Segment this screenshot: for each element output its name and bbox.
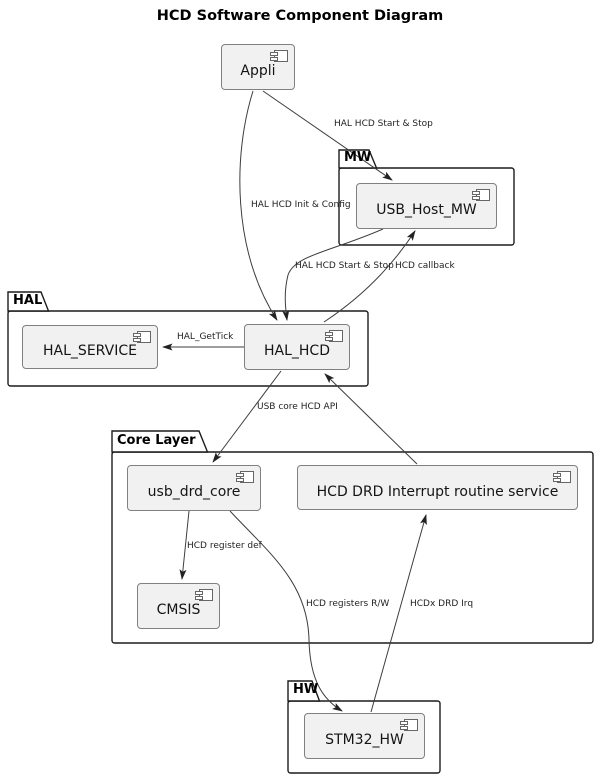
edge-label-hcdx-drd-irq: HCDx DRD Irq [410, 599, 474, 609]
diagram-title: HCD Software Component Diagram [156, 8, 444, 24]
component-icon [472, 189, 490, 201]
component-label: usb_drd_core [147, 484, 241, 500]
component-usb-drd-core: usb_drd_core [127, 465, 261, 511]
component-icon [133, 331, 151, 343]
component-appli: Appli [221, 44, 295, 90]
component-label: HCD DRD Interrupt routine service [316, 483, 559, 500]
edge-label-usb-core-hcd-api: USB core HCD API [257, 402, 338, 412]
component-label: Appli [240, 63, 276, 79]
component-hal-hcd: HAL_HCD [244, 324, 350, 370]
component-label: USB_Host_MW [376, 202, 477, 218]
package-label-mw: MW [344, 150, 372, 165]
component-hcd-drd-interrupt-service: HCD DRD Interrupt routine service [297, 465, 578, 510]
edge-isr-to-hal-hcd [324, 373, 418, 465]
component-label: CMSIS [156, 602, 201, 618]
edge-hal-hcd-to-usb-host-mw [323, 230, 416, 323]
edge-hal-hcd-to-usb-drd-core [212, 370, 282, 463]
edge-usb-host-mw-to-hal-hcd [282, 228, 384, 321]
edge-label-appli-hal-hcd: HAL HCD Init & Config [251, 200, 351, 210]
edge-stm32-to-isr [370, 514, 427, 713]
component-label: HAL_SERVICE [43, 343, 137, 359]
component-label: STM32_HW [325, 732, 404, 748]
edge-appli-to-usb-host-mw [262, 90, 393, 181]
package-label-core-layer: Core Layer [117, 433, 196, 448]
component-icon [270, 50, 288, 62]
component-usb-host-mw: USB_Host_MW [356, 183, 497, 229]
edge-label-hal-getick: HAL_GetTick [177, 332, 234, 342]
edge-label-hcd-registers-rw: HCD registers R/W [306, 599, 390, 609]
component-icon [195, 589, 213, 601]
edge-label-appli-usb-host: HAL HCD Start & Stop [334, 119, 433, 129]
component-label: HAL_HCD [264, 343, 330, 359]
edge-label-hal-hcd-usb-host: HCD callback [395, 261, 455, 271]
component-icon [553, 471, 571, 483]
component-icon [325, 330, 343, 342]
component-icon [400, 719, 418, 731]
component-hal-service: HAL_SERVICE [22, 325, 158, 369]
component-cmsis: CMSIS [137, 583, 220, 629]
component-icon [236, 471, 254, 483]
package-label-hal: HAL [13, 293, 43, 308]
component-stm32-hw: STM32_HW [304, 713, 425, 759]
edge-label-usb-host-hal-hcd: HAL HCD Start & Stop [295, 261, 394, 271]
edge-label-hcd-register-def: HCD register def [187, 541, 262, 551]
package-label-hw: HW [293, 682, 319, 697]
